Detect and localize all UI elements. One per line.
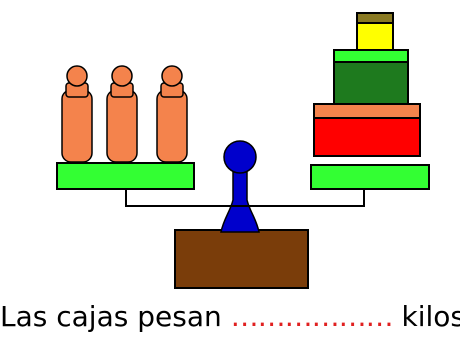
scale-beam bbox=[125, 188, 365, 207]
scale-base bbox=[174, 229, 309, 289]
caption-text-after: kilos bbox=[392, 300, 460, 333]
green-box bbox=[333, 49, 409, 105]
right-pan bbox=[310, 164, 430, 190]
box-stack bbox=[313, 12, 421, 157]
caption: Las cajas pesan ……………… kilos bbox=[0, 300, 460, 334]
yellow-box bbox=[356, 12, 394, 51]
answer-blank[interactable]: ……………… bbox=[230, 300, 394, 333]
scale-stand bbox=[220, 140, 260, 233]
left-pan bbox=[56, 162, 195, 190]
caption-text-before: Las cajas pesan bbox=[0, 300, 231, 333]
weight bbox=[61, 65, 93, 163]
red-box bbox=[313, 103, 421, 157]
weight bbox=[156, 65, 188, 163]
weight bbox=[106, 65, 138, 163]
